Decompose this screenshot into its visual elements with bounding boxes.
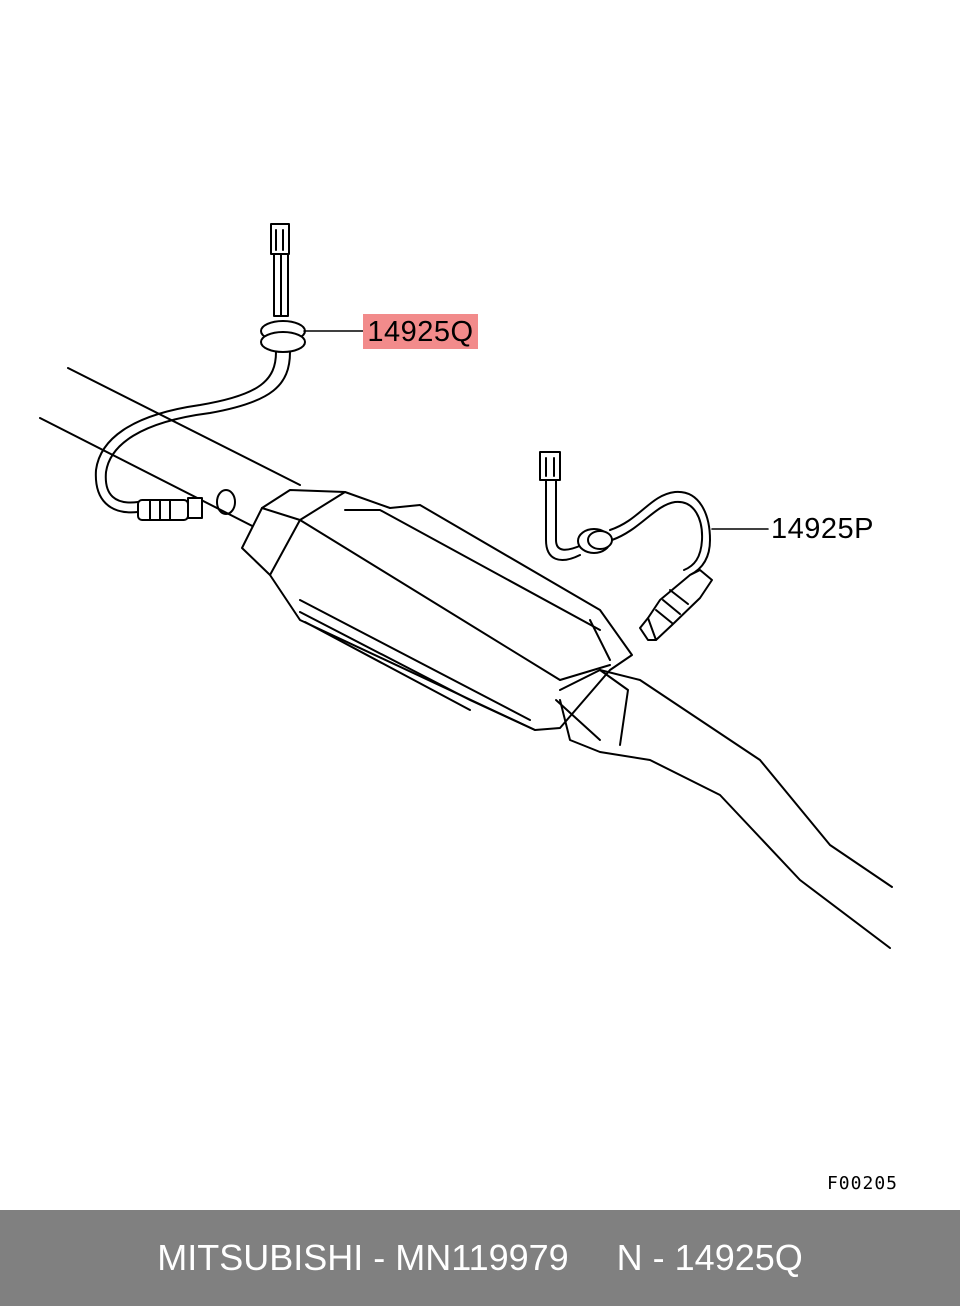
footer-bar: MITSUBISHI - MN119979 N - 14925Q (0, 1210, 960, 1306)
part-callout-highlighted[interactable]: 14925Q (363, 314, 478, 349)
sensor-rear (539, 451, 713, 641)
catalytic-converter (241, 489, 633, 731)
front-pipe (39, 367, 301, 536)
part-callout[interactable]: 14925P (771, 513, 874, 545)
exhaust-diagram (39, 223, 893, 949)
sensor-front (94, 223, 306, 521)
part-info: MITSUBISHI - MN119979 (157, 1237, 569, 1278)
reference-info: N - 14925Q (616, 1237, 803, 1278)
figure-code: F00205 (826, 1173, 898, 1194)
rear-pipe (555, 669, 893, 949)
